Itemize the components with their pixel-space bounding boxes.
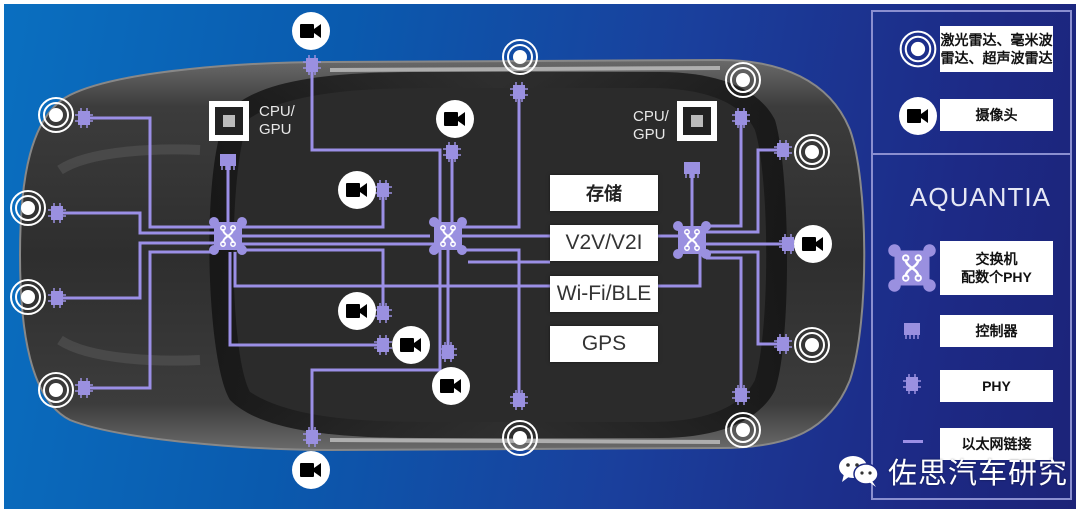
storage-module: 存储: [550, 175, 658, 211]
gps-module: GPS: [550, 326, 658, 362]
aquantia-logo: AQUANTIA: [910, 182, 1051, 212]
cpu-gpu-front-label: CPU/ GPU: [259, 103, 295, 138]
legend-panel: [871, 10, 1072, 500]
ethernet-switch-middle: [428, 216, 468, 256]
wifi-ble-module: Wi-Fi/BLE: [550, 276, 658, 312]
watermark: 佐思汽车研究: [838, 450, 1068, 492]
cpu-gpu-rear-label: CPU/ GPU: [633, 108, 669, 143]
v2v-v2i-module: V2V/V2I: [550, 225, 658, 261]
legend-camera-label: 摄像头: [940, 99, 1053, 131]
legend-radar-label: 激光雷达、毫米波雷达、超声波雷达: [940, 26, 1053, 72]
legend-divider: [871, 153, 1072, 155]
wechat-icon: [839, 456, 879, 487]
ethernet-switch-front: [208, 216, 248, 256]
legend-switch-label: 交换机 配数个PHY: [940, 241, 1053, 295]
cpu-gpu-rear-icon: [677, 101, 717, 141]
legend-controller-label: 控制器: [940, 315, 1053, 347]
legend-phy-label: PHY: [940, 370, 1053, 402]
legend-icons: [887, 30, 937, 443]
watermark-text: 佐思汽车研究: [888, 458, 1069, 490]
ethernet-links: [57, 65, 788, 437]
cpu-gpu-front-icon: [209, 101, 249, 141]
legend-link-label: 以太网链接: [940, 428, 1053, 460]
ethernet-switch-rear: [672, 220, 712, 260]
